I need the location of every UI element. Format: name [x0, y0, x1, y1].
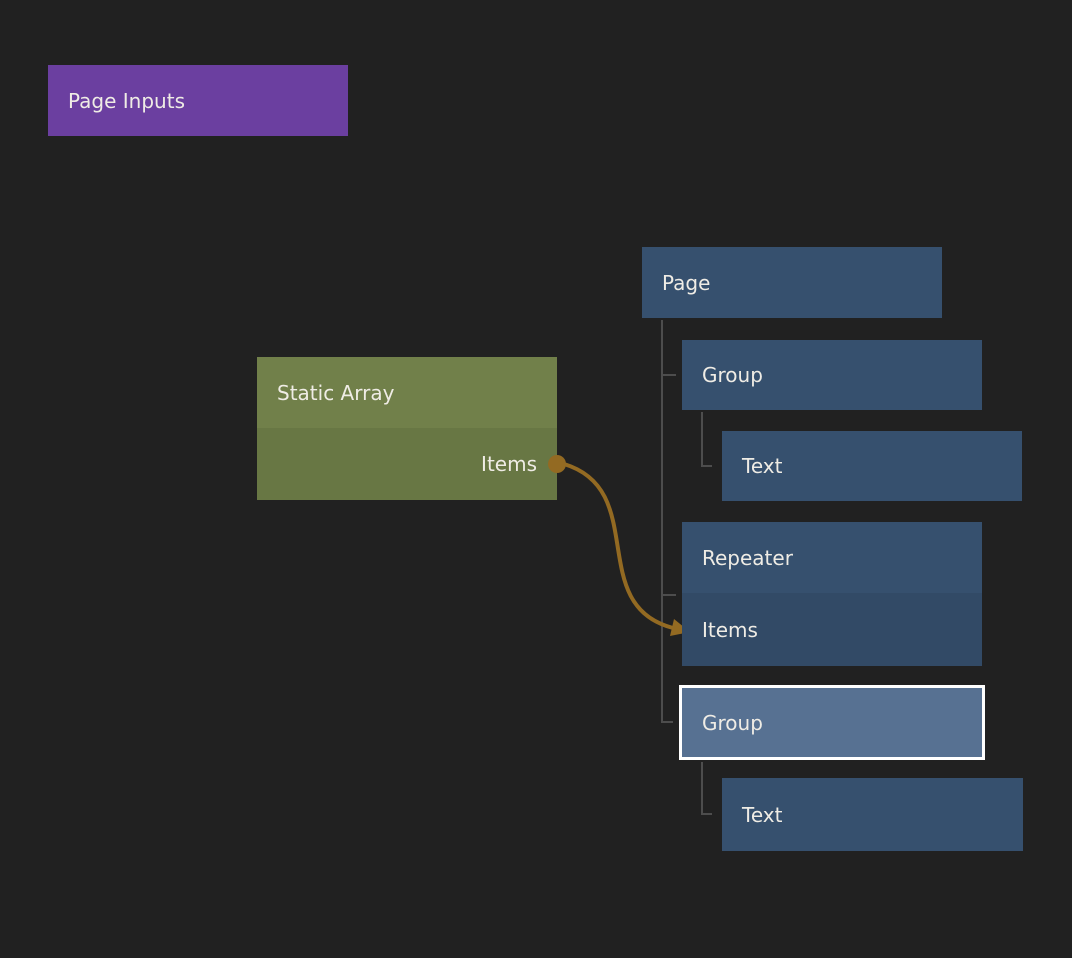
- node-header: Text: [722, 778, 1023, 851]
- node-title: Text: [742, 454, 783, 478]
- node-header: Group: [682, 340, 982, 410]
- node-ports: Items: [257, 428, 557, 500]
- node-title: Text: [742, 802, 783, 827]
- node-title: Page Inputs: [68, 88, 185, 113]
- node-header: Static Array: [257, 357, 557, 428]
- node-title: Repeater: [702, 545, 793, 570]
- node-header: Page: [642, 247, 942, 318]
- connection-wire[interactable]: [563, 462, 674, 630]
- node-title: Static Array: [277, 380, 395, 405]
- node-group-2-selected[interactable]: Group: [679, 685, 985, 760]
- output-port-label-items: Items: [481, 452, 537, 476]
- node-group-1[interactable]: Group: [682, 340, 982, 410]
- node-title: Page: [662, 270, 711, 295]
- output-port-items-dot[interactable]: [548, 455, 566, 473]
- input-port-items[interactable]: Items: [682, 593, 982, 666]
- node-text-1[interactable]: Text: [722, 431, 1022, 501]
- input-port-label-items: Items: [702, 617, 758, 642]
- node-page-inputs[interactable]: Page Inputs: [48, 65, 348, 136]
- node-header: Repeater: [682, 522, 982, 593]
- node-header: Group: [682, 688, 982, 757]
- node-header: Text: [722, 431, 1022, 501]
- node-page[interactable]: Page: [642, 247, 942, 318]
- node-static-array[interactable]: Static Array Items: [257, 357, 557, 500]
- node-text-2[interactable]: Text: [722, 778, 1023, 851]
- node-title: Group: [702, 710, 763, 735]
- node-header: Page Inputs: [48, 65, 348, 136]
- node-title: Group: [702, 363, 763, 387]
- node-repeater[interactable]: Repeater Items: [682, 522, 982, 666]
